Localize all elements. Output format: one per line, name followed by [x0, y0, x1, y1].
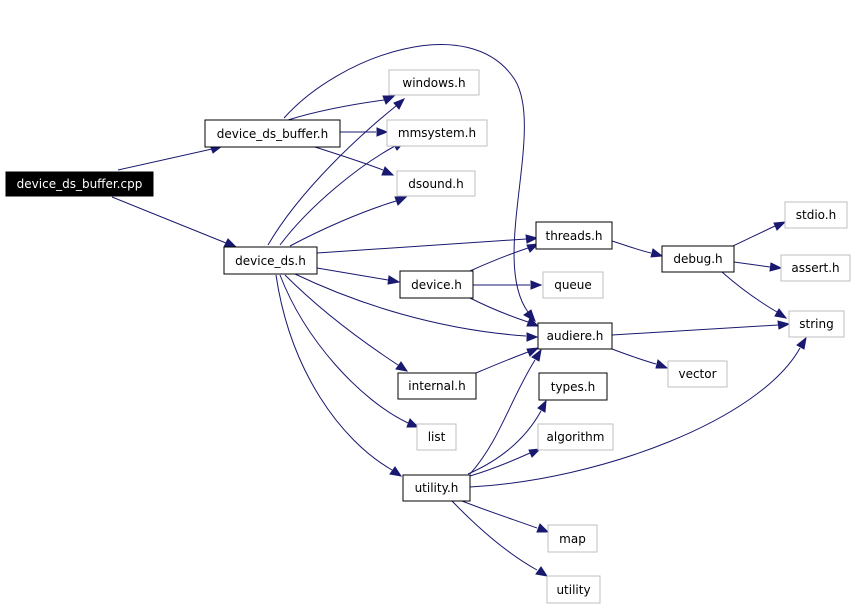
- node-label: types.h: [551, 380, 595, 394]
- node-label: device_ds_buffer.h: [217, 127, 328, 141]
- node-windows-h[interactable]: windows.h: [388, 69, 480, 96]
- edge-utility-h-to-string: [469, 336, 807, 488]
- node-vector[interactable]: vector: [667, 360, 728, 388]
- node-label: utility.h: [415, 481, 459, 495]
- edge-buffer-h-to-mmsystem-h: [340, 127, 389, 137]
- edge-device-h-to-threads-h: [469, 243, 540, 272]
- edge-device-ds-h-to-list: [279, 274, 420, 428]
- node-algorithm[interactable]: algorithm: [537, 423, 614, 451]
- edge-utility-h-to-map: [461, 500, 550, 533]
- node-dsound-h[interactable]: dsound.h: [396, 170, 476, 197]
- node-label: stdio.h: [796, 208, 836, 222]
- node-queue[interactable]: queue: [542, 271, 604, 299]
- edge-cpp-to-device-ds-h: [111, 196, 238, 248]
- node-label: utility: [556, 583, 590, 597]
- node-map[interactable]: map: [547, 524, 598, 553]
- edge-device-ds-h-to-windows-h: [267, 98, 406, 246]
- node-utility[interactable]: utility: [546, 575, 601, 604]
- edge-buffer-h-to-windows-h: [287, 95, 396, 121]
- node-label: internal.h: [408, 379, 465, 393]
- node-label: string: [799, 317, 833, 331]
- node-mmsystem-h[interactable]: mmsystem.h: [386, 119, 488, 147]
- node-label: threads.h: [545, 229, 602, 243]
- node-list[interactable]: list: [416, 423, 457, 451]
- edge-device-ds-h-to-device-h: [316, 267, 401, 285]
- node-device-ds-buffer-cpp[interactable]: device_ds_buffer.cpp: [5, 171, 154, 197]
- edge-threads-h-to-debug-h: [611, 240, 664, 258]
- node-debug-h[interactable]: debug.h: [661, 245, 735, 273]
- node-audiere-h[interactable]: audiere.h: [537, 322, 613, 350]
- node-device-h[interactable]: device.h: [399, 270, 474, 299]
- edge-device-ds-h-to-utility-h: [275, 274, 403, 477]
- edge-audiere-h-to-vector: [611, 348, 669, 369]
- node-label: windows.h: [402, 76, 465, 90]
- node-label: device_ds.h: [235, 254, 306, 268]
- edge-device-ds-h-to-threads-h: [316, 234, 539, 254]
- edge-device-ds-h-to-internal-h: [284, 274, 409, 372]
- edge-cpp-to-device-ds-buffer-h: [117, 144, 224, 171]
- edge-debug-h-to-assert-h: [733, 261, 783, 272]
- node-string[interactable]: string: [788, 310, 845, 338]
- edge-device-ds-h-to-audiere-h: [294, 273, 539, 342]
- edge-internal-h-to-audiere-h: [475, 347, 540, 374]
- node-label: dsound.h: [408, 177, 463, 191]
- nodes: device_ds_buffer.cpp device_ds_buffer.h …: [5, 69, 851, 604]
- node-device-ds-h[interactable]: device_ds.h: [223, 246, 318, 275]
- node-label: list: [428, 430, 446, 444]
- node-label: audiere.h: [547, 329, 604, 343]
- node-label: map: [559, 532, 586, 546]
- node-stdio-h[interactable]: stdio.h: [784, 201, 848, 229]
- edge-utility-h-to-utility: [451, 500, 549, 577]
- edge-audiere-h-to-string: [611, 320, 791, 336]
- edge-utility-h-to-audiere-h: [469, 348, 542, 475]
- edge-debug-h-to-string: [721, 271, 788, 319]
- edge-device-h-to-audiere-h: [469, 297, 540, 327]
- edge-device-ds-h-to-mmsystem-h: [279, 141, 406, 246]
- node-internal-h[interactable]: internal.h: [397, 372, 477, 400]
- edge-utility-h-to-algorithm: [469, 448, 542, 477]
- edge-debug-h-to-stdio-h: [732, 221, 787, 247]
- edge-device-h-to-queue: [473, 280, 543, 290]
- node-label: queue: [554, 278, 592, 292]
- node-device-ds-buffer-h[interactable]: device_ds_buffer.h: [204, 119, 341, 148]
- node-threads-h[interactable]: threads.h: [535, 221, 613, 250]
- node-utility-h[interactable]: utility.h: [402, 474, 471, 502]
- edge-utility-h-to-types-h: [467, 399, 547, 475]
- node-assert-h[interactable]: assert.h: [780, 254, 851, 282]
- node-label: mmsystem.h: [398, 126, 476, 140]
- node-label: algorithm: [547, 430, 605, 444]
- edge-device-ds-h-to-dsound-h: [289, 196, 408, 247]
- node-types-h[interactable]: types.h: [538, 372, 608, 401]
- edge-buffer-h-to-dsound-h: [314, 146, 395, 176]
- node-label: device.h: [411, 278, 462, 292]
- node-label: assert.h: [791, 261, 839, 275]
- node-label: vector: [678, 367, 716, 381]
- node-label: device_ds_buffer.cpp: [17, 177, 143, 191]
- node-label: debug.h: [673, 252, 722, 266]
